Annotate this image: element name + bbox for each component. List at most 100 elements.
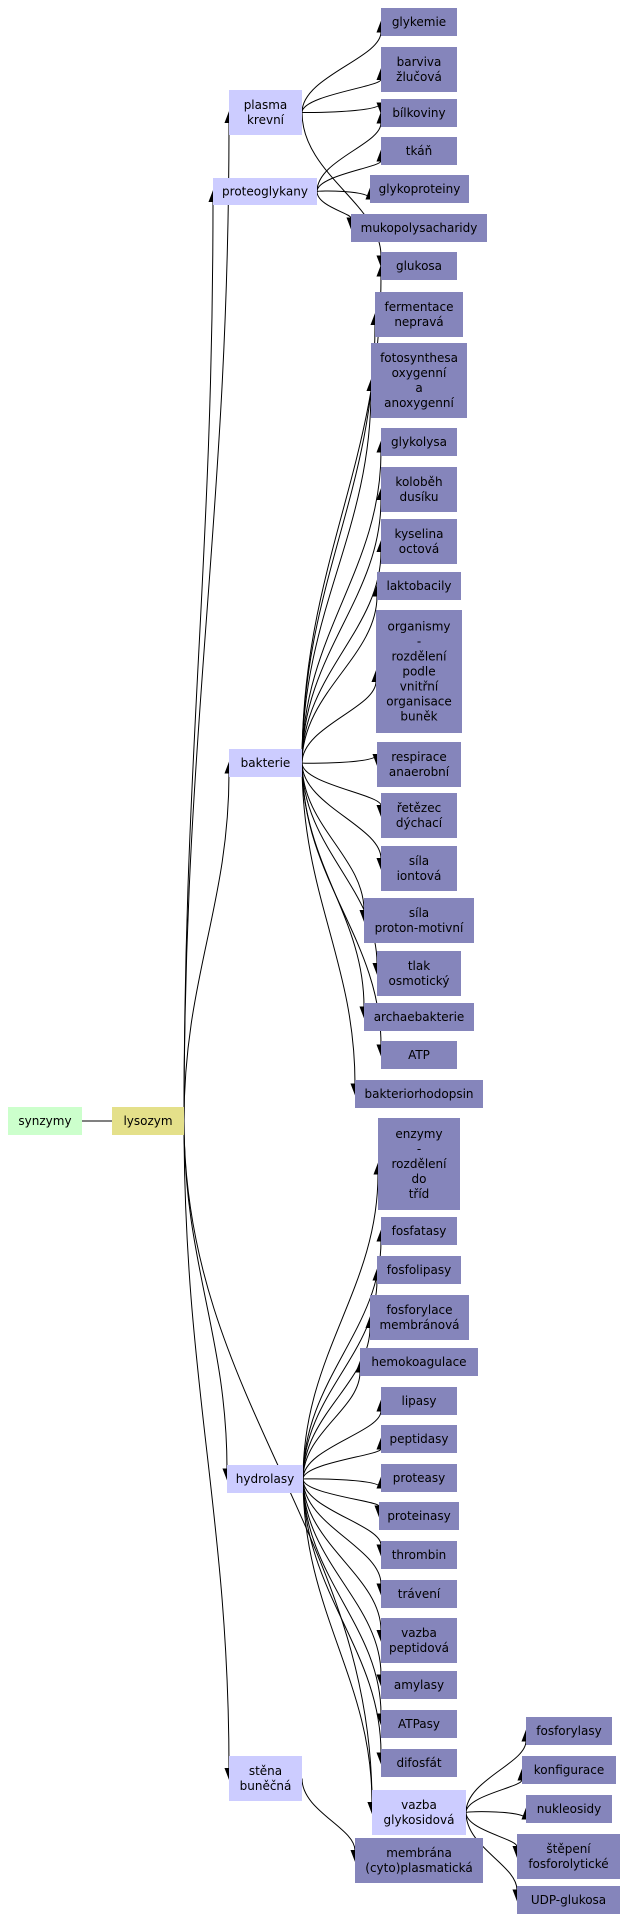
node-label-bakterie-line-0: bakterie <box>241 756 291 770</box>
node-proteinasy[interactable]: proteinasy <box>379 1502 459 1530</box>
node-box-traveni <box>381 1580 457 1608</box>
node-glykoproteiny[interactable]: glykoproteiny <box>370 175 469 203</box>
node-label-laktobacily-line-0: laktobacily <box>386 579 451 593</box>
node-difosfat[interactable]: difosfát <box>381 1749 457 1777</box>
node-label-kolobeh-line-1: dusíku <box>400 490 439 504</box>
node-label-retezec-line-0: řetězec <box>397 801 441 815</box>
node-label-sila_proton-line-0: síla <box>409 906 429 920</box>
node-hydrolasy[interactable]: hydrolasy <box>227 1465 303 1493</box>
node-label-organismy-line-2: rozdělení <box>392 650 448 664</box>
edge-bakterie-to-sila_iont <box>301 762 382 859</box>
node-label-enzymy-line-2: rozdělení <box>392 1157 448 1171</box>
node-glykolysa[interactable]: glykolysa <box>381 428 457 456</box>
node-box-plasma <box>229 90 302 135</box>
node-box-synzymy <box>8 1107 82 1135</box>
node-box-fosfolipasy <box>377 1256 461 1284</box>
node-box-stena <box>229 1756 302 1801</box>
node-label-respirace-line-0: respirace <box>391 750 447 764</box>
node-label-thrombin-line-0: thrombin <box>392 1548 447 1562</box>
node-box-glykolysa <box>381 428 457 456</box>
node-box-hydrolasy <box>227 1465 303 1493</box>
node-fosforylasy[interactable]: fosforylasy <box>526 1717 612 1745</box>
node-archae[interactable]: archaebakterie <box>364 1003 474 1031</box>
node-lipasy[interactable]: lipasy <box>381 1387 457 1415</box>
node-label-organismy-line-6: buněk <box>400 710 437 724</box>
node-nukleosidy[interactable]: nukleosidy <box>526 1795 612 1823</box>
node-label-barviva-line-1: žlučová <box>396 70 442 84</box>
node-box-sila_iont <box>381 846 457 891</box>
node-label-traveni-line-0: trávení <box>398 1587 441 1601</box>
edge-plasma-to-bilkoviny <box>301 102 382 114</box>
edge-proteoglykany-to-mukopoly <box>316 191 352 219</box>
edge-proteoglykany-to-glykoproteiny <box>316 190 371 200</box>
node-thrombin[interactable]: thrombin <box>381 1541 457 1569</box>
node-membrana[interactable]: membrána(cyto)plasmatická <box>355 1838 483 1883</box>
node-amylasy[interactable]: amylasy <box>381 1671 457 1699</box>
node-glykemie[interactable]: glykemie <box>381 8 457 36</box>
node-box-difosfat <box>381 1749 457 1777</box>
node-proteasy[interactable]: proteasy <box>381 1464 457 1492</box>
node-traveni[interactable]: trávení <box>381 1580 457 1608</box>
node-peptidasy[interactable]: peptidasy <box>381 1425 457 1453</box>
node-label-synzymy-line-0: synzymy <box>18 1114 71 1128</box>
node-konfigurace[interactable]: konfigurace <box>522 1756 616 1784</box>
node-laktobacily[interactable]: laktobacily <box>377 572 461 600</box>
node-atp[interactable]: ATP <box>381 1041 457 1069</box>
node-udp[interactable]: UDP-glukosa <box>517 1886 620 1914</box>
edge-bakterie-to-sila_proton <box>301 762 365 911</box>
node-label-hemokoag-line-0: hemokoagulace <box>371 1355 466 1369</box>
edge-bakterie-to-kolobeh <box>301 499 382 764</box>
node-fosfolipasy[interactable]: fosfolipasy <box>377 1256 461 1284</box>
node-label-plasma-line-1: krevní <box>247 113 285 127</box>
node-synzymy[interactable]: synzymy <box>8 1107 82 1135</box>
node-mukopoly[interactable]: mukopolysacharidy <box>351 214 487 242</box>
node-bakterie[interactable]: bakterie <box>229 749 302 777</box>
edge-hydrolasy-to-proteasy <box>302 1478 382 1489</box>
node-box-enzymy <box>378 1118 460 1210</box>
node-box-membrana <box>355 1838 483 1883</box>
node-box-atp <box>381 1041 457 1069</box>
node-fosfatasy[interactable]: fosfatasy <box>381 1217 457 1245</box>
edge-bakterie-to-retezec <box>301 762 382 806</box>
node-hemokoag[interactable]: hemokoagulace <box>360 1348 478 1376</box>
node-lysozym[interactable]: lysozym <box>112 1107 184 1135</box>
node-bakteriorhod[interactable]: bakteriorhodopsin <box>355 1080 483 1108</box>
node-atpasy[interactable]: ATPasy <box>381 1710 457 1738</box>
node-label-plasma-line-0: plasma <box>244 98 288 112</box>
node-bilkoviny[interactable]: bílkoviny <box>381 99 457 127</box>
node-label-amylasy-line-0: amylasy <box>394 1678 444 1692</box>
node-box-bilkoviny <box>381 99 457 127</box>
node-label-respirace-line-1: anaerobní <box>389 765 450 779</box>
node-box-fotosyntesa <box>371 343 467 418</box>
node-label-tlak-line-1: osmotický <box>389 974 450 988</box>
edge-bakterie-to-organismy <box>301 681 377 764</box>
node-box-fermentace <box>375 292 463 337</box>
node-organismy[interactable]: organismy-rozdělenípodlevnitřníorganisac… <box>376 610 462 733</box>
node-label-organismy-line-5: organisace <box>386 695 452 709</box>
node-tkan[interactable]: tkáň <box>381 137 457 165</box>
node-proteoglykany[interactable]: proteoglykany <box>213 178 317 205</box>
node-label-atp-line-0: ATP <box>408 1048 430 1062</box>
node-glukosa[interactable]: glukosa <box>381 252 457 280</box>
edge-lysozym-to-stena <box>183 1120 230 1769</box>
node-label-kyselina-line-1: octová <box>399 542 439 556</box>
node-box-bakterie <box>229 749 302 777</box>
node-label-stena-line-1: buněčná <box>240 1779 292 1793</box>
